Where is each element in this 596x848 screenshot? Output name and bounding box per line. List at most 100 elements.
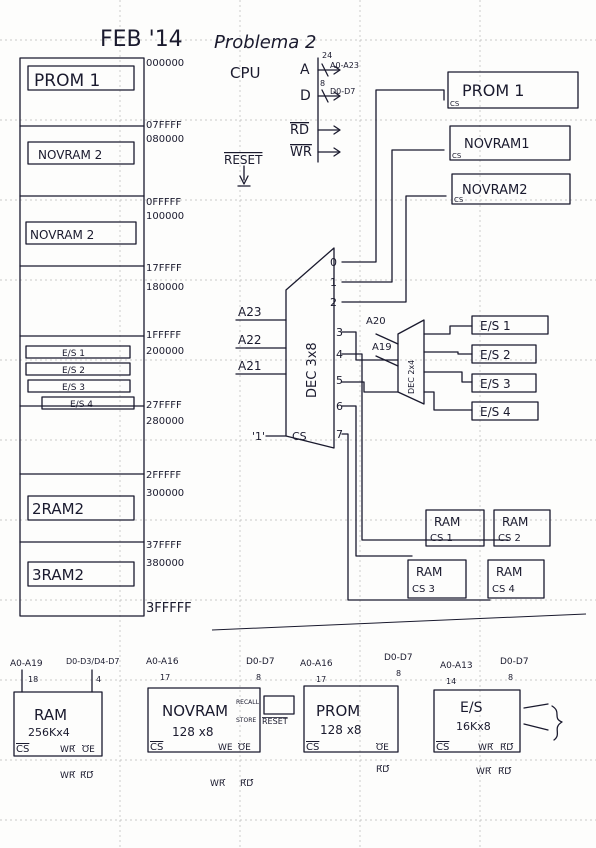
decoder-2x4: DEC 2x4 A20 A19 E/S 1 E/S 2 E/S 3 E/S 4: [366, 315, 549, 421]
bottom-chip-addr-width: 17: [160, 673, 170, 682]
chip-novram2: [451, 173, 571, 205]
chip-cs-label: CS: [454, 196, 464, 204]
bottom-chip-name: PROM: [316, 702, 360, 720]
bus-width-a: 24: [322, 51, 332, 60]
bottom-chip-under: WR: [476, 767, 491, 777]
address-label: 3FFFFF: [146, 601, 192, 616]
decoder-body: [285, 247, 335, 449]
ram-chip-cs: CS 2: [498, 533, 521, 544]
decoder-output: 6: [336, 400, 343, 413]
bottom-chip-body: [147, 687, 261, 753]
decoder-input: A22: [238, 333, 261, 347]
es-chip-2: [471, 344, 537, 364]
bottom-chip-extra: RESET: [262, 717, 288, 726]
bottom-chip-body: [303, 685, 399, 753]
bus-label-d: D0-D7: [330, 87, 355, 96]
decoder-output: 1: [330, 276, 337, 289]
bottom-chip-pin: OE: [238, 743, 251, 753]
bottom-chip-under: RD: [80, 771, 93, 781]
address-label: 17FFFF: [146, 263, 182, 274]
memory-block-label: 3RAM2: [32, 566, 84, 584]
ram-chip-1: [425, 509, 485, 547]
bottom-chip-pin: WR: [478, 743, 493, 753]
chip-novram2-label: NOVRAM2: [462, 183, 528, 198]
bottom-chip-data: D0-D7: [246, 657, 275, 667]
memory-block-es3: [27, 379, 131, 393]
memory-block-label: 2RAM2: [32, 500, 84, 518]
ram-chip-name: RAM: [496, 565, 522, 579]
bottom-chip-pin: CS: [306, 742, 319, 753]
wire-out2: [341, 195, 447, 303]
bottom-chip-data-width: 4: [96, 675, 101, 684]
bottom-chip-under: WR: [60, 771, 75, 781]
reset-box: [263, 695, 295, 715]
cpu-title: CPU: [230, 64, 261, 82]
es-chip-label: E/S 1: [480, 319, 511, 333]
decoder2-input: A20: [366, 316, 386, 327]
address-label: 100000: [146, 211, 184, 222]
bottom-chip-addr: A0-A16: [300, 659, 333, 669]
memory-block-label: NOVRAM 2: [38, 148, 102, 162]
bottom-chip-pin: OE: [376, 743, 389, 753]
bottom-chip-addr: A0-A13: [440, 661, 473, 671]
address-label: 2FFFFF: [146, 470, 181, 481]
decoder-output: 7: [336, 428, 343, 441]
bottom-chip-pin: CS: [150, 742, 163, 753]
es-chip-label: E/S 3: [480, 377, 511, 391]
chip-prom1: [447, 71, 579, 109]
chip-novram1: [449, 125, 571, 161]
memory-addresses: 000000 07FFFF 080000 0FFFFF 100000 17FFF…: [146, 58, 192, 616]
separator-line: [211, 613, 587, 631]
right-chips: PROM 1 CS NOVRAM1 CS NOVRAM2 CS: [447, 71, 579, 205]
bottom-chip-pin: RD: [500, 743, 513, 753]
ram-chip-name: RAM: [502, 515, 528, 529]
chip-cs-label: CS: [452, 152, 462, 160]
es-chip-1: [471, 315, 549, 335]
wire-out1: [341, 149, 445, 283]
cpu-pin-d: D: [300, 88, 311, 104]
decoder-wires: [341, 89, 509, 601]
wire-out7: [341, 433, 491, 601]
cpu-pin-rd: RD: [290, 123, 309, 138]
wire-out6: [341, 405, 413, 557]
cpu-pin-a: A: [300, 62, 310, 78]
bottom-chip-extra: RECALL: [236, 699, 260, 706]
address-label: 27FFFF: [146, 400, 182, 411]
bottom-chip-data-width: 8: [256, 673, 261, 682]
decoder-label: DEC 3x8: [305, 342, 320, 398]
bottom-chip-size: 16Kx8: [456, 720, 491, 733]
address-label: 280000: [146, 416, 184, 427]
cpu-block: CPU A D RD WR RESET 24 A0-A23 8 D0-D7: [224, 51, 359, 187]
decoder-enable-value: '1': [252, 430, 265, 443]
address-label: 380000: [146, 558, 184, 569]
bus-width-d: 8: [320, 79, 325, 88]
bottom-chip-data: D0-D3/D4-D7: [66, 657, 119, 666]
bottom-chip-name: NOVRAM: [162, 702, 228, 720]
memory-block-label: E/S 3: [62, 383, 85, 393]
decoder-input: A21: [238, 359, 261, 373]
bottom-chip-pin: CS: [436, 742, 449, 753]
memory-block-novram2: [27, 141, 135, 165]
header-date: FEB '14: [100, 27, 183, 52]
decoder-input: A23: [238, 305, 261, 319]
bottom-chip-prom: A0-A16 D0-D7 17 8 PROM 128 x8 CS OE RD: [300, 653, 413, 775]
memory-block-label: E/S 2: [62, 366, 85, 376]
bottom-chip-addr-width: 14: [446, 677, 456, 686]
decoder2-body: [397, 319, 425, 405]
bus-label-a: A0-A23: [330, 61, 359, 70]
address-label: 180000: [146, 282, 184, 293]
bottom-chip-pin: WE: [218, 743, 233, 753]
bottom-chip-size: 128 x8: [172, 725, 213, 739]
decoder-3x8: DEC 3x8 A23 A22 A21 '1' CS 0 1 2 3 4 5 6…: [235, 247, 343, 449]
ram-chip-3: [407, 559, 467, 599]
ram-bank: RAM CS 1 RAM CS 2 RAM CS 3 RAM CS 4: [407, 509, 551, 599]
wire-out0: [341, 89, 445, 263]
decoder-output: 3: [336, 326, 343, 339]
address-label: 1FFFFF: [146, 330, 181, 341]
ram-chip-name: RAM: [434, 515, 460, 529]
chip-prom1-label: PROM 1: [462, 81, 524, 100]
address-label: 080000: [146, 134, 184, 145]
bottom-chip-name: E/S: [460, 700, 483, 716]
